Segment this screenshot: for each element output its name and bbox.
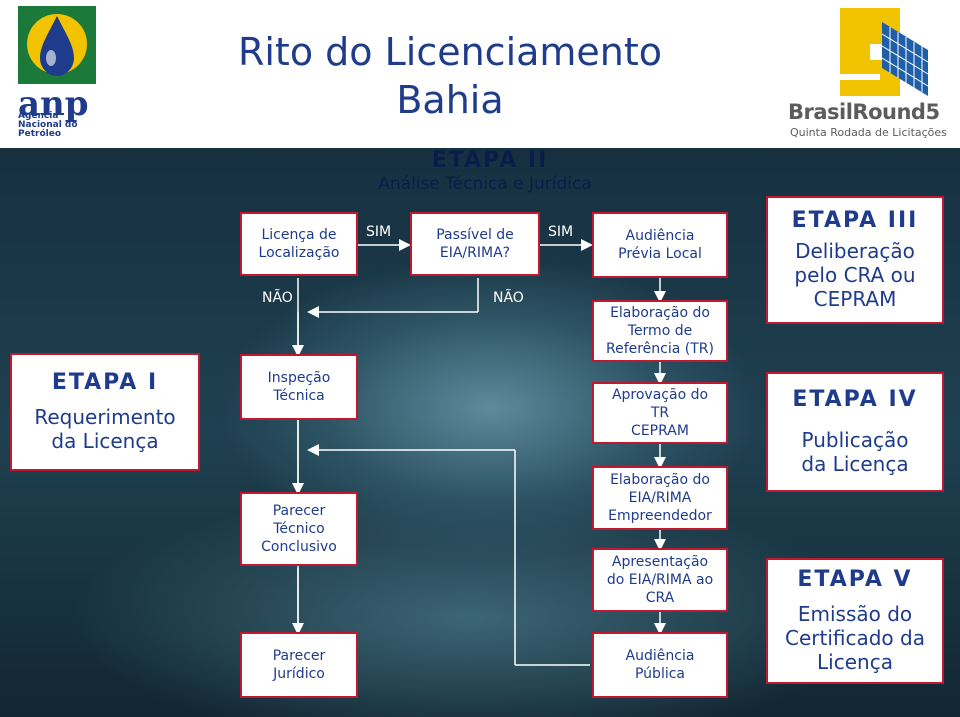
etapa4-text: Publicação da Licença <box>801 428 909 476</box>
etapa5-box: ETAPA V Emissão do Certificado da Licenç… <box>766 558 944 684</box>
nao-label-2: NÃO <box>493 290 524 306</box>
brasil-round5-subtitle: Quinta Rodada de Licitações <box>790 126 947 139</box>
etapa1-title: ETAPA I <box>51 370 159 395</box>
etapa1-text: Requerimento da Licença <box>34 405 176 453</box>
brasil-round5-wordmark: BrasilRound5 <box>788 100 940 124</box>
etapa3-title: ETAPA III <box>791 208 919 233</box>
passivel-eia-box: Passível de EIA/RIMA? <box>410 212 540 276</box>
aprovacao-tr-box: Aprovação do TR CEPRAM <box>592 382 728 444</box>
sim-label-2: SIM <box>548 224 574 240</box>
nao-label-1: NÃO <box>262 290 293 306</box>
audiencia-previa-box: Audiência Prévia Local <box>592 212 728 278</box>
etapa3-text: Deliberação pelo CRA ou CEPRAM <box>794 239 916 311</box>
anp-logo-icon <box>18 6 96 84</box>
etapa5-title: ETAPA V <box>797 567 913 592</box>
etapa2-subtitle: Análise Técnica e Jurídica <box>378 174 592 194</box>
etapa4-title: ETAPA IV <box>792 387 918 412</box>
elaboracao-termo-box: Elaboração do Termo de Referência (TR) <box>592 300 728 362</box>
page-title: Rito do Licenciamento Bahia <box>237 30 663 122</box>
etapa4-box: ETAPA IV Publicação da Licença <box>766 372 944 492</box>
licenca-localizacao-box: Licença de Localização <box>240 212 358 276</box>
elaboracao-eia-box: Elaboração do EIA/RIMA Empreendedor <box>592 466 728 530</box>
audiencia-publica-box: Audiência Pública <box>592 632 728 698</box>
etapa5-text: Emissão do Certificado da Licença <box>785 602 925 674</box>
anp-subtitle: Agência Nacional do Petróleo <box>18 111 78 139</box>
header: Rito do Licenciamento Bahia anp Agência … <box>0 0 960 148</box>
inspecao-tecnica-box: Inspeção Técnica <box>240 354 358 420</box>
parecer-tecnico-box: Parecer Técnico Conclusivo <box>240 492 358 566</box>
etapa1-box: ETAPA I Requerimento da Licença <box>10 353 200 471</box>
sim-label-1: SIM <box>366 224 392 240</box>
anp-wordmark: anp <box>18 84 89 124</box>
parecer-juridico-box: Parecer Jurídico <box>240 632 358 698</box>
brasil-round5-logo-icon <box>840 8 929 96</box>
apresentacao-eia-box: Apresentação do EIA/RIMA ao CRA <box>592 548 728 612</box>
etapa3-box: ETAPA III Deliberação pelo CRA ou CEPRAM <box>766 196 944 324</box>
etapa2-title: ETAPA II <box>431 148 549 173</box>
